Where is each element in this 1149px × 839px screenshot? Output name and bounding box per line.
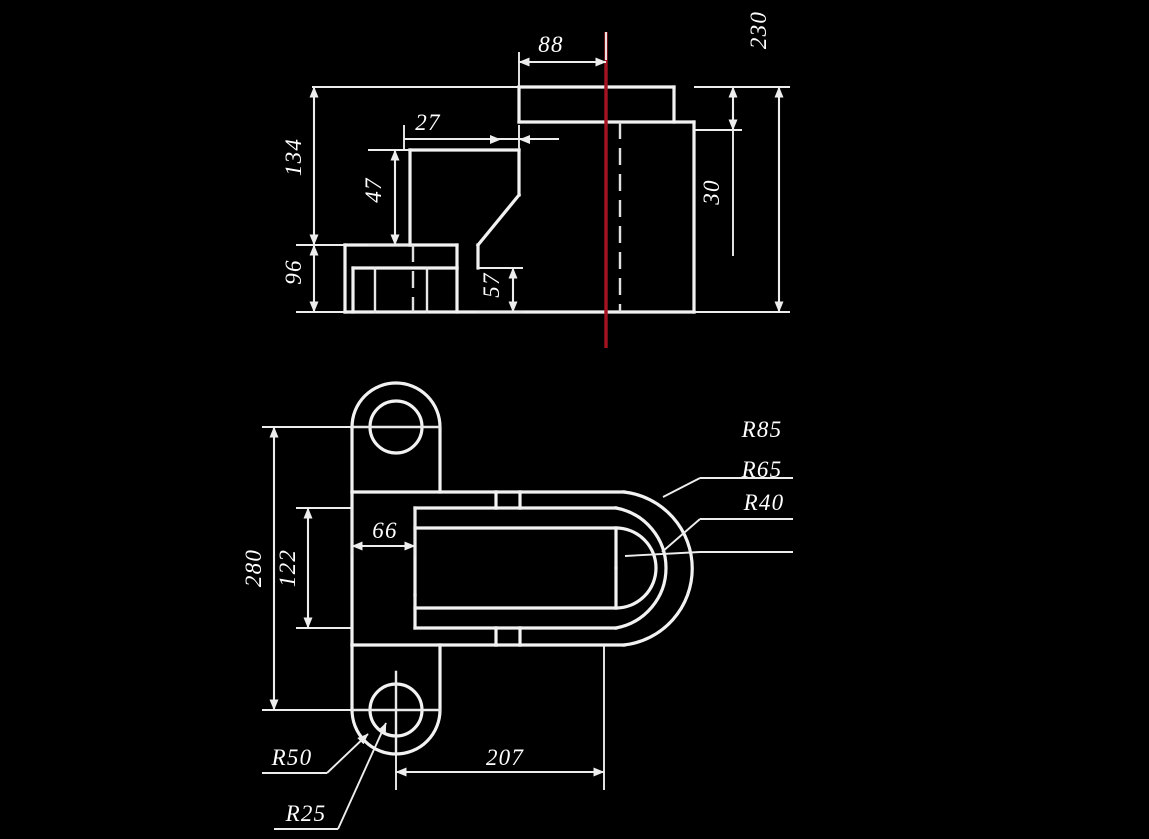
top-view-dimensions: 280 122 66 207 <box>241 426 605 790</box>
dim-label-280: 280 <box>241 549 266 587</box>
dim-label-230: 230 <box>746 11 771 49</box>
radius-label-R50: R50 <box>271 745 313 770</box>
dim-label-88: 88 <box>538 32 563 57</box>
radius-label-R25: R25 <box>285 801 327 826</box>
dim-label-134: 134 <box>281 138 306 176</box>
dim-label-207: 207 <box>486 745 524 770</box>
radius-callouts: R85 R65 R40 R50 R25 <box>262 417 793 830</box>
top-view-geometry <box>350 381 694 756</box>
radius-label-R65: R65 <box>741 457 783 482</box>
dim-label-57: 57 <box>479 272 504 298</box>
dim-label-122: 122 <box>275 549 300 587</box>
dim-label-66: 66 <box>372 518 397 543</box>
dim-label-27: 27 <box>415 110 441 135</box>
dim-label-96: 96 <box>281 259 306 284</box>
front-view-geometry <box>343 85 696 314</box>
dim-label-47: 47 <box>361 177 386 203</box>
radius-label-R85: R85 <box>741 417 783 442</box>
front-view-dimensions: 88 230 30 134 96 27 47 57 <box>281 11 790 313</box>
radius-label-R40: R40 <box>743 490 785 515</box>
dim-label-30: 30 <box>699 179 724 205</box>
